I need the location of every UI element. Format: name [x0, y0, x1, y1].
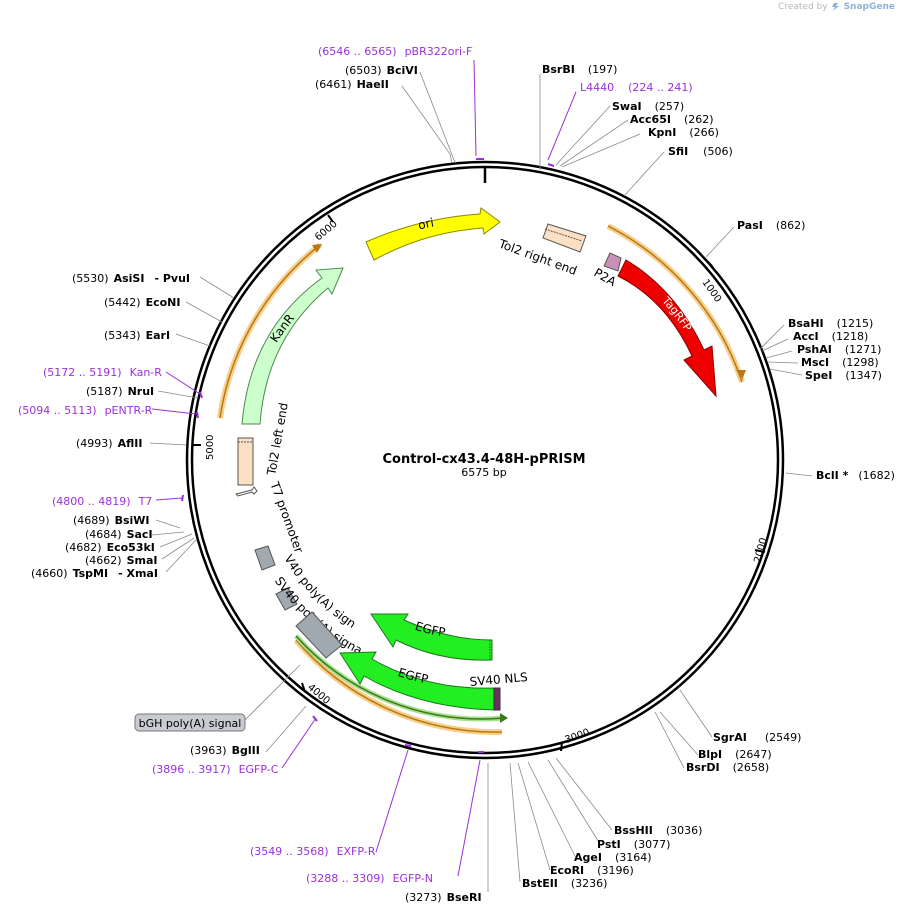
- site-econi-label: (5442)EcoNI: [104, 296, 180, 309]
- feature-ori[interactable]: [365, 207, 501, 261]
- site-acc65i-label: Acc65I(262): [630, 113, 714, 126]
- feature-sv40-polya-2[interactable]: [275, 587, 298, 611]
- site-bsshii-label: BssHII(3036): [614, 824, 702, 837]
- bgh-callout-box[interactable]: [134, 713, 246, 732]
- feature-tol2-right[interactable]: [542, 223, 587, 253]
- egfp-strand-head: [500, 713, 508, 723]
- tick-label-5000: 5000: [205, 435, 216, 460]
- orf-arc-kanr-glow: [217, 242, 322, 419]
- plasmid-name: Control-cx43.4-48H-pPRISM: [382, 452, 585, 467]
- watermark-prefix: Created by: [778, 2, 828, 12]
- site-tspmi-label: (4660)TspMI- XmaI: [31, 567, 158, 580]
- site-swai-label: SwaI(257): [612, 100, 684, 113]
- egfp-strand: [295, 635, 505, 720]
- snapgene-logo-icon: [831, 3, 839, 11]
- feature-t7-promoter-label: T7 promoter: [267, 479, 306, 555]
- site-eco53ki-label: (4682)Eco53kI: [65, 541, 155, 554]
- site-nrui-label: (5187)NruI: [86, 385, 154, 398]
- primer-t7-label: (4800 .. 4819)T7: [52, 495, 152, 508]
- feature-tagrfp[interactable]: [617, 259, 717, 398]
- feature-bgh-polya[interactable]: [295, 611, 343, 659]
- feature-sv40-polya-1-label: SV40 poly(A) signal: [0, 0, 358, 631]
- primer-pbr322ori-label: (6546 .. 6565)pBR322ori-F: [318, 45, 472, 58]
- snapgene-watermark: Created by SnapGene: [778, 2, 895, 12]
- primer-kanr-label: (5172 .. 5191)Kan-R: [43, 366, 162, 379]
- orf-arc-egfp: [295, 639, 503, 733]
- site-bsrbi-label: BsrBI(197): [542, 63, 617, 76]
- feature-ori-label: ori: [417, 215, 435, 232]
- feature-egfp-2[interactable]: [339, 651, 495, 711]
- site-bcivi-label: (6503)BciVI: [345, 64, 418, 77]
- site-bsiwi-label: (4689)BsiWI: [73, 514, 150, 527]
- site-bcli-label: BclI *(1682): [816, 469, 895, 482]
- site-bsteii-label: BstEII(3236): [522, 877, 607, 890]
- feature-t7-promoter[interactable]: [235, 486, 258, 497]
- feature-p2a[interactable]: [603, 252, 622, 272]
- primer-pentr-label: (5094 .. 5113)pENTR-R: [18, 404, 153, 417]
- site-blpi-label: BlpI(2647): [698, 748, 772, 761]
- site-kpni-label: KpnI(266): [648, 126, 719, 139]
- primer-l4440-label: L4440(224 .. 241): [580, 81, 693, 94]
- site-bseri-label: (3273)BseRI: [405, 891, 482, 904]
- feature-sv40-polya-1[interactable]: [254, 545, 276, 571]
- plasmid-length: 6575 bp: [461, 466, 506, 479]
- feature-egfp-1[interactable]: [370, 613, 493, 661]
- site-smai-label: (4662)SmaI: [85, 554, 157, 567]
- tick-label-6000: 6000: [313, 219, 340, 244]
- feature-kanr[interactable]: [241, 267, 344, 425]
- site-spei-label: SpeI(1347): [805, 369, 882, 382]
- site-aflii-label: (4993)AflII: [76, 437, 142, 450]
- tick-label-1000: 1000: [700, 278, 724, 305]
- site-pasi-label: PasI(862): [737, 219, 805, 232]
- site-msci-label: MscI(1298): [801, 356, 879, 369]
- bgh-callout-label: bGH poly(A) signal: [139, 717, 242, 730]
- primer-exfpr-label: (3549 .. 3568)EXFP-R: [250, 845, 376, 858]
- watermark-brand: SnapGene: [843, 2, 895, 12]
- orf-arc-kanr: [219, 244, 321, 419]
- site-bglii-label: (3963)BglII: [190, 744, 260, 757]
- site-asisi-label: (5530)AsiSI- PvuI: [72, 272, 190, 285]
- site-psti-label: PstI(3077): [597, 838, 670, 851]
- backbone-outer-ring: [185, 160, 785, 760]
- primer-marks: [181, 158, 555, 753]
- feature-tol2-right-hatch: [544, 228, 583, 242]
- site-sgrai-label: SgrAI(2549): [713, 731, 801, 744]
- site-haeii-label: (6461)HaeII: [315, 78, 389, 91]
- site-agei-label: AgeI(3164): [574, 851, 652, 864]
- feature-sv40-nls[interactable]: [493, 687, 501, 711]
- feature-sv40-polya-2-label: SV40 poly(A) signal: [0, 0, 365, 657]
- feature-sv40-nls-label: SV40 NLS: [469, 670, 528, 689]
- site-bsrdi-label: BsrDI(2658): [686, 761, 769, 774]
- orf-arc-kanr-head: [312, 244, 322, 253]
- site-acci-label: AccI(1218): [793, 330, 868, 343]
- site-bsahi-label: BsaHI(1215): [788, 317, 873, 330]
- site-sfii-label: SfiI(506): [668, 145, 733, 158]
- primer-egfpn-label: (3288 .. 3309)EGFP-N: [306, 872, 433, 885]
- site-pshai-label: PshAI(1271): [797, 343, 881, 356]
- site-ecori-label: EcoRI(3196): [550, 864, 634, 877]
- feature-tol2-left[interactable]: [237, 437, 254, 486]
- orf-arc-tagrfp-head: [736, 370, 746, 380]
- site-leaders: [149, 59, 813, 892]
- tick-label-2000: 2000: [753, 537, 770, 564]
- primer-egfpc-label: (3896 .. 3917)EGFP-C: [152, 763, 279, 776]
- site-saci-label: (4684)SacI: [85, 528, 153, 541]
- orf-arc-tagrfp: [607, 225, 743, 383]
- feature-tol2-left-label: Tol2 left end: [264, 402, 291, 478]
- bgh-leader: [242, 664, 301, 723]
- site-eari-label: (5343)EarI: [104, 329, 170, 342]
